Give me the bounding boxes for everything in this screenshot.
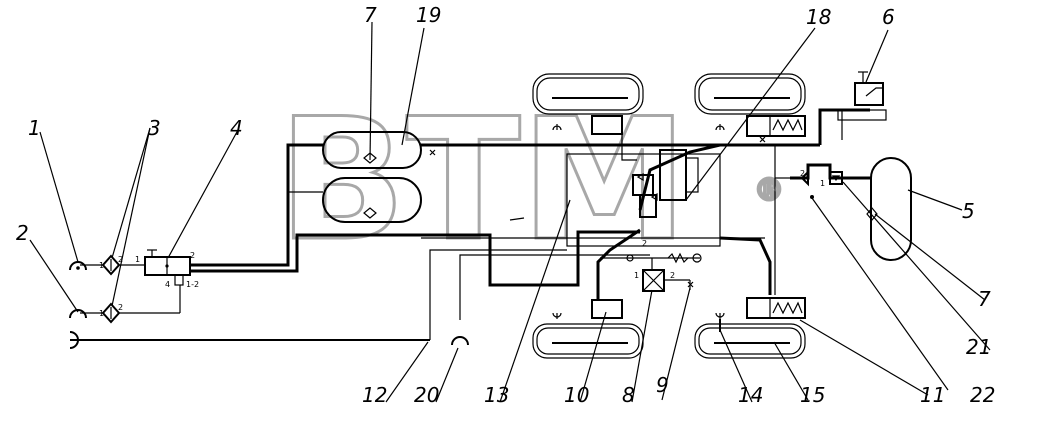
- line-filter-upper: [101, 254, 121, 276]
- receiver-lower: [322, 177, 422, 223]
- wheel-front-right: [694, 73, 806, 115]
- callout-1: 1: [28, 116, 41, 140]
- leader-lines: [29, 21, 991, 403]
- callout-9: 9: [656, 373, 669, 397]
- callout-8: 8: [622, 383, 635, 407]
- wheel-front-left: [532, 73, 644, 115]
- port-label: 1: [99, 309, 104, 318]
- control-valve-4: [144, 249, 191, 286]
- wheel-rear-left: [532, 323, 644, 359]
- port-label: 2: [642, 239, 647, 248]
- coupling-head-2: [69, 309, 87, 319]
- callout-14: 14: [738, 383, 763, 407]
- brake-chamber-fl: [552, 115, 623, 135]
- callout-4: 4: [230, 116, 243, 140]
- callout-15: 15: [800, 383, 825, 407]
- receiver-right: [866, 157, 912, 261]
- callout-3: 3: [148, 116, 161, 140]
- callout-10: 10: [564, 383, 589, 407]
- coupling-head-left: [69, 331, 79, 349]
- spring-brake-fr: [715, 115, 806, 137]
- coupling-head-1: [69, 261, 87, 271]
- port-label: 1: [135, 255, 140, 264]
- callout-20: 20: [414, 383, 439, 407]
- valve-22: [800, 169, 814, 199]
- brake-chamber-rl: [552, 299, 623, 319]
- callout-21: 21: [966, 335, 991, 359]
- regulator-8: [626, 252, 702, 292]
- watermark: BTM ®: [277, 81, 786, 280]
- callout-5: 5: [962, 199, 975, 223]
- port-label: 2: [118, 255, 123, 264]
- callout-13: 13: [484, 383, 509, 407]
- port-label: 2: [800, 169, 805, 178]
- callout-2: 2: [16, 221, 29, 245]
- port-label: 2: [118, 303, 123, 312]
- pipelines: [70, 108, 871, 341]
- coupling-head-20: [451, 336, 469, 346]
- port-label: 2: [190, 251, 195, 260]
- port-labels: 1 2 1 2 1 2 4 1-2 2 1 2 1 2: [99, 169, 825, 318]
- pressure-switch-6: [837, 71, 887, 121]
- callout-18: 18: [806, 5, 831, 29]
- watermark-text: BTM: [278, 82, 688, 278]
- callout-11: 11: [920, 383, 945, 407]
- wheel-rear-right: [694, 323, 806, 359]
- callout-6: 6: [882, 5, 895, 29]
- callout-7-top: 7: [364, 3, 377, 27]
- port-label: 1: [820, 179, 825, 188]
- spring-brake-rr: [715, 297, 806, 332]
- callouts: 1 2 3 4 5 6 7 7 8 9 10 11 12 13 14 15 18…: [16, 3, 995, 407]
- port-label: 2: [670, 271, 675, 280]
- callout-12: 12: [362, 383, 387, 407]
- line-filter-lower: [101, 302, 121, 324]
- port-label: 1: [634, 271, 639, 280]
- port-label: 1: [99, 261, 104, 270]
- port-label: 1-2: [186, 280, 199, 289]
- valve-21: [829, 171, 843, 185]
- port-label: 4: [165, 280, 170, 289]
- callout-19: 19: [416, 3, 441, 27]
- callout-7-right: 7: [978, 287, 991, 311]
- callout-22: 22: [970, 383, 995, 407]
